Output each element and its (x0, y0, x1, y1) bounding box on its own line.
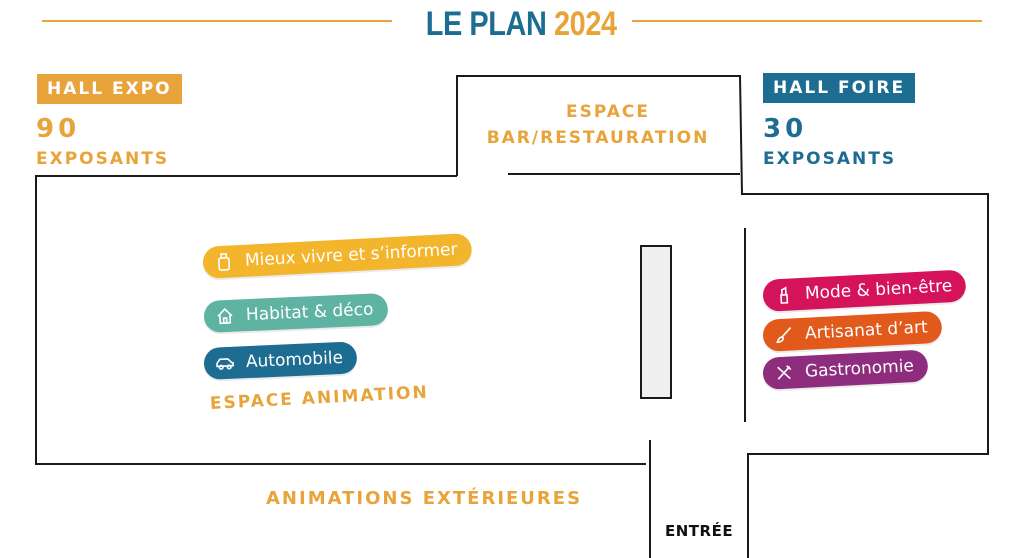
category-label: Artisanat d’art (804, 317, 929, 344)
zone-exterieur: ANIMATIONS EXTÉRIEURES (266, 488, 583, 509)
category-label: Mieux vivre et s’informer (244, 239, 458, 271)
category-habitat: Habitat & déco (203, 293, 389, 333)
brush-icon (772, 323, 795, 346)
hall-expo-badge: HALL EXPO (37, 74, 182, 104)
category-mode: Mode & bien-être (762, 269, 968, 312)
wall-expo-west (35, 175, 646, 465)
category-label: Gastronomie (804, 356, 915, 382)
category-artisanat: Artisanat d’art (762, 310, 943, 352)
category-label: Mode & bien-être (804, 276, 953, 304)
car-icon (214, 352, 237, 375)
wall-bar (456, 75, 989, 558)
category-label: Habitat & déco (245, 299, 374, 326)
title-rule-right (632, 20, 982, 22)
title-part-2: 2024 (554, 5, 617, 43)
category-automobile: Automobile (203, 341, 358, 380)
utensils-icon (772, 361, 795, 384)
category-gastronomie: Gastronomie (762, 349, 929, 390)
zone-bar-line2: BAR/RESTAURATION (486, 128, 710, 148)
category-label: Automobile (245, 347, 344, 373)
hall-foire-badge: HALL FOIRE (763, 73, 916, 103)
title-part-1: LE PLAN (425, 5, 547, 43)
zone-bar-line1: ESPACE (565, 102, 650, 122)
hall-foire-label: EXPOSANTS (763, 149, 897, 169)
hall-foire-number: 30 (763, 114, 808, 144)
title-rule-left (42, 20, 392, 22)
page-title: LE PLAN 2024 (425, 2, 617, 46)
zone-entree: ENTRÉE (665, 522, 734, 540)
category-mieux-vivre: Mieux vivre et s’informer (202, 232, 473, 279)
central-stand (640, 245, 672, 399)
house-icon (214, 305, 237, 328)
lipstick-icon (772, 283, 795, 306)
bottle-icon (212, 250, 235, 273)
hall-expo-number: 90 (36, 114, 81, 144)
hall-expo-label: EXPOSANTS (36, 149, 170, 169)
